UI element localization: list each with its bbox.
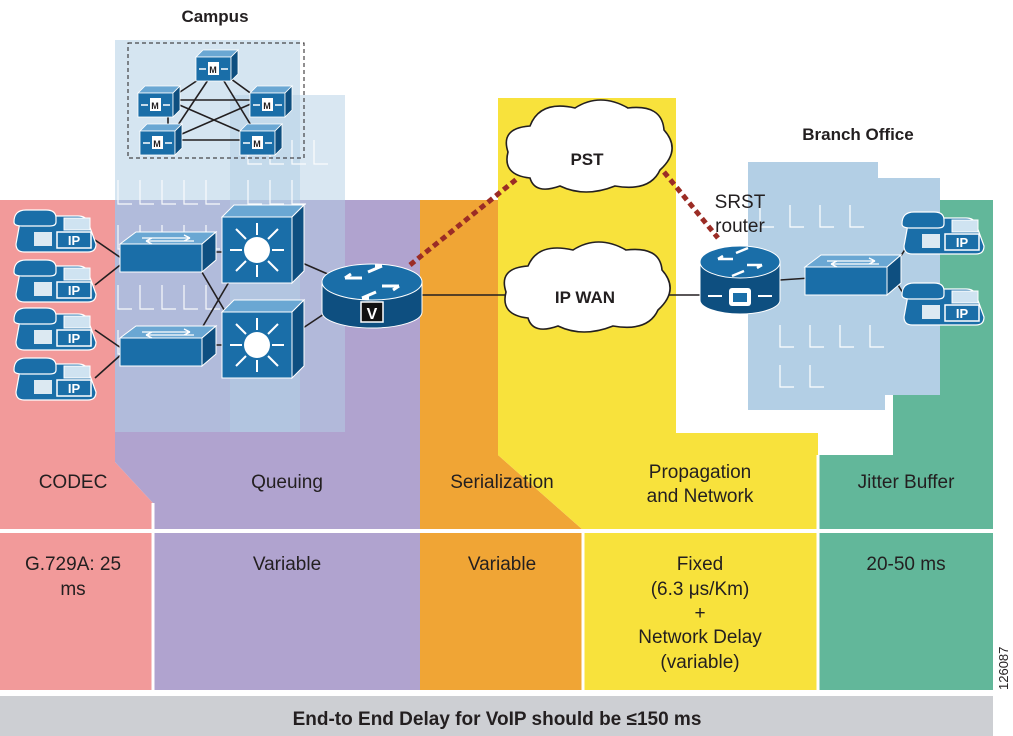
call-manager-icon: M (139, 123, 183, 156)
access-switch-icon (119, 325, 217, 367)
multilayer-switch-icon (221, 204, 305, 284)
svg-text:IP: IP (68, 283, 81, 298)
campus-label: Campus (181, 7, 248, 26)
call-manager-icon: M (239, 123, 283, 156)
figure-id: 126087 (996, 647, 1011, 690)
pstn-links (408, 170, 720, 267)
access-switch-icon (119, 231, 217, 273)
svg-text:M: M (253, 139, 261, 149)
codec-value-line1: G.729A: 25 (25, 554, 121, 575)
ip-phone-icon: IP (13, 357, 97, 401)
ip-wan-label: IP WAN (555, 288, 615, 307)
queuing-value: Variable (253, 554, 321, 575)
srst-router-icon (699, 245, 781, 315)
call-manager-icon: M (249, 85, 293, 118)
multilayer-switch-icon (221, 299, 305, 379)
branch-office-label: Branch Office (802, 125, 913, 144)
svg-text:IP: IP (956, 306, 969, 321)
svg-text:M: M (153, 139, 161, 149)
ip-phone-icon: IP (901, 282, 985, 326)
svg-text:M: M (209, 65, 217, 75)
ip-wan-cloud: IP WAN (503, 241, 671, 333)
voice-router-badge: V (367, 306, 378, 323)
propagation-value-line2: (6.3 μs/Km) (651, 579, 750, 600)
propagation-column-bg (498, 98, 818, 690)
propagation-value-line1: Fixed (677, 554, 723, 575)
srst-router-label-line1: SRST (715, 192, 766, 213)
jitter-value: 20-50 ms (866, 554, 945, 575)
ip-phone-icon: IP (13, 307, 97, 351)
srst-router-label-line2: router (715, 216, 765, 237)
propagation-value-line5: (variable) (660, 652, 739, 673)
serialization-header: Serialization (450, 472, 554, 493)
serialization-value: Variable (468, 554, 536, 575)
campus-phones: IP IP IP IP (13, 209, 97, 401)
call-manager-icon: M (195, 49, 239, 82)
ip-phone-icon: IP (13, 259, 97, 303)
svg-text:M: M (263, 101, 271, 111)
call-manager-cluster: M M M M M (137, 49, 293, 156)
propagation-header-line2: and Network (647, 486, 754, 507)
queuing-header: Queuing (251, 472, 323, 493)
column-separators (0, 455, 993, 690)
voice-router-icon: V (321, 263, 423, 329)
svg-text:IP: IP (68, 233, 81, 248)
footer-text: End-to End Delay for VoIP should be ≤150… (293, 709, 702, 730)
pstn-cloud: PST (505, 99, 673, 193)
column-values: G.729A: 25 ms Variable Variable Fixed (6… (25, 554, 946, 673)
svg-text:M: M (151, 101, 159, 111)
propagation-value-line3: + (694, 603, 705, 624)
call-manager-cluster-box (127, 42, 305, 159)
svg-text:IP: IP (956, 235, 969, 250)
serialization-column-bg (420, 200, 583, 690)
svg-text:IP: IP (68, 381, 81, 396)
pstn-label: PST (570, 150, 604, 169)
svg-text:IP: IP (68, 331, 81, 346)
ip-phone-icon: IP (901, 211, 985, 255)
propagation-value-line4: Network Delay (638, 627, 762, 648)
column-headers: CODEC Queuing Serialization Propagation … (39, 462, 955, 507)
call-manager-icon: M (137, 85, 181, 118)
propagation-header-line1: Propagation (649, 462, 751, 483)
codec-value-line2: ms (60, 579, 85, 600)
jitter-header: Jitter Buffer (858, 472, 955, 493)
footer-bar (0, 696, 993, 736)
ip-phone-icon: IP (13, 209, 97, 253)
branch-switch-icon (804, 254, 902, 296)
codec-header: CODEC (39, 472, 108, 493)
